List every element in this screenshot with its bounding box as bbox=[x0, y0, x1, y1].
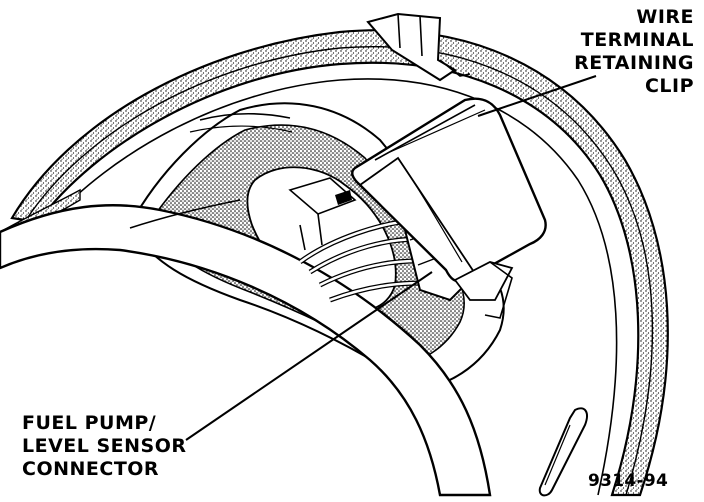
flange-slot bbox=[538, 407, 588, 497]
connector-retaining-clip bbox=[351, 97, 547, 319]
label-fuel-pump-level-sensor-connector: FUEL PUMP/ LEVEL SENSOR CONNECTOR bbox=[22, 412, 187, 481]
label-wire-terminal-retaining-clip: WIRE TERMINAL RETAINING CLIP bbox=[574, 6, 694, 98]
label-line: RETAINING bbox=[574, 52, 694, 74]
flange-top-tab bbox=[366, 12, 471, 82]
module-cover-arm bbox=[0, 112, 492, 497]
label-line: LEVEL SENSOR bbox=[22, 435, 187, 457]
label-line: TERMINAL bbox=[580, 29, 694, 51]
label-line: WIRE bbox=[636, 6, 694, 28]
leader-wire-terminal-clip bbox=[477, 75, 597, 117]
leader-fuel-pump-connector bbox=[185, 271, 433, 441]
label-line: CLIP bbox=[644, 75, 694, 97]
figure-number: 9314-94 bbox=[588, 471, 669, 491]
label-line: CONNECTOR bbox=[22, 458, 160, 480]
label-line: FUEL PUMP/ bbox=[22, 412, 157, 434]
